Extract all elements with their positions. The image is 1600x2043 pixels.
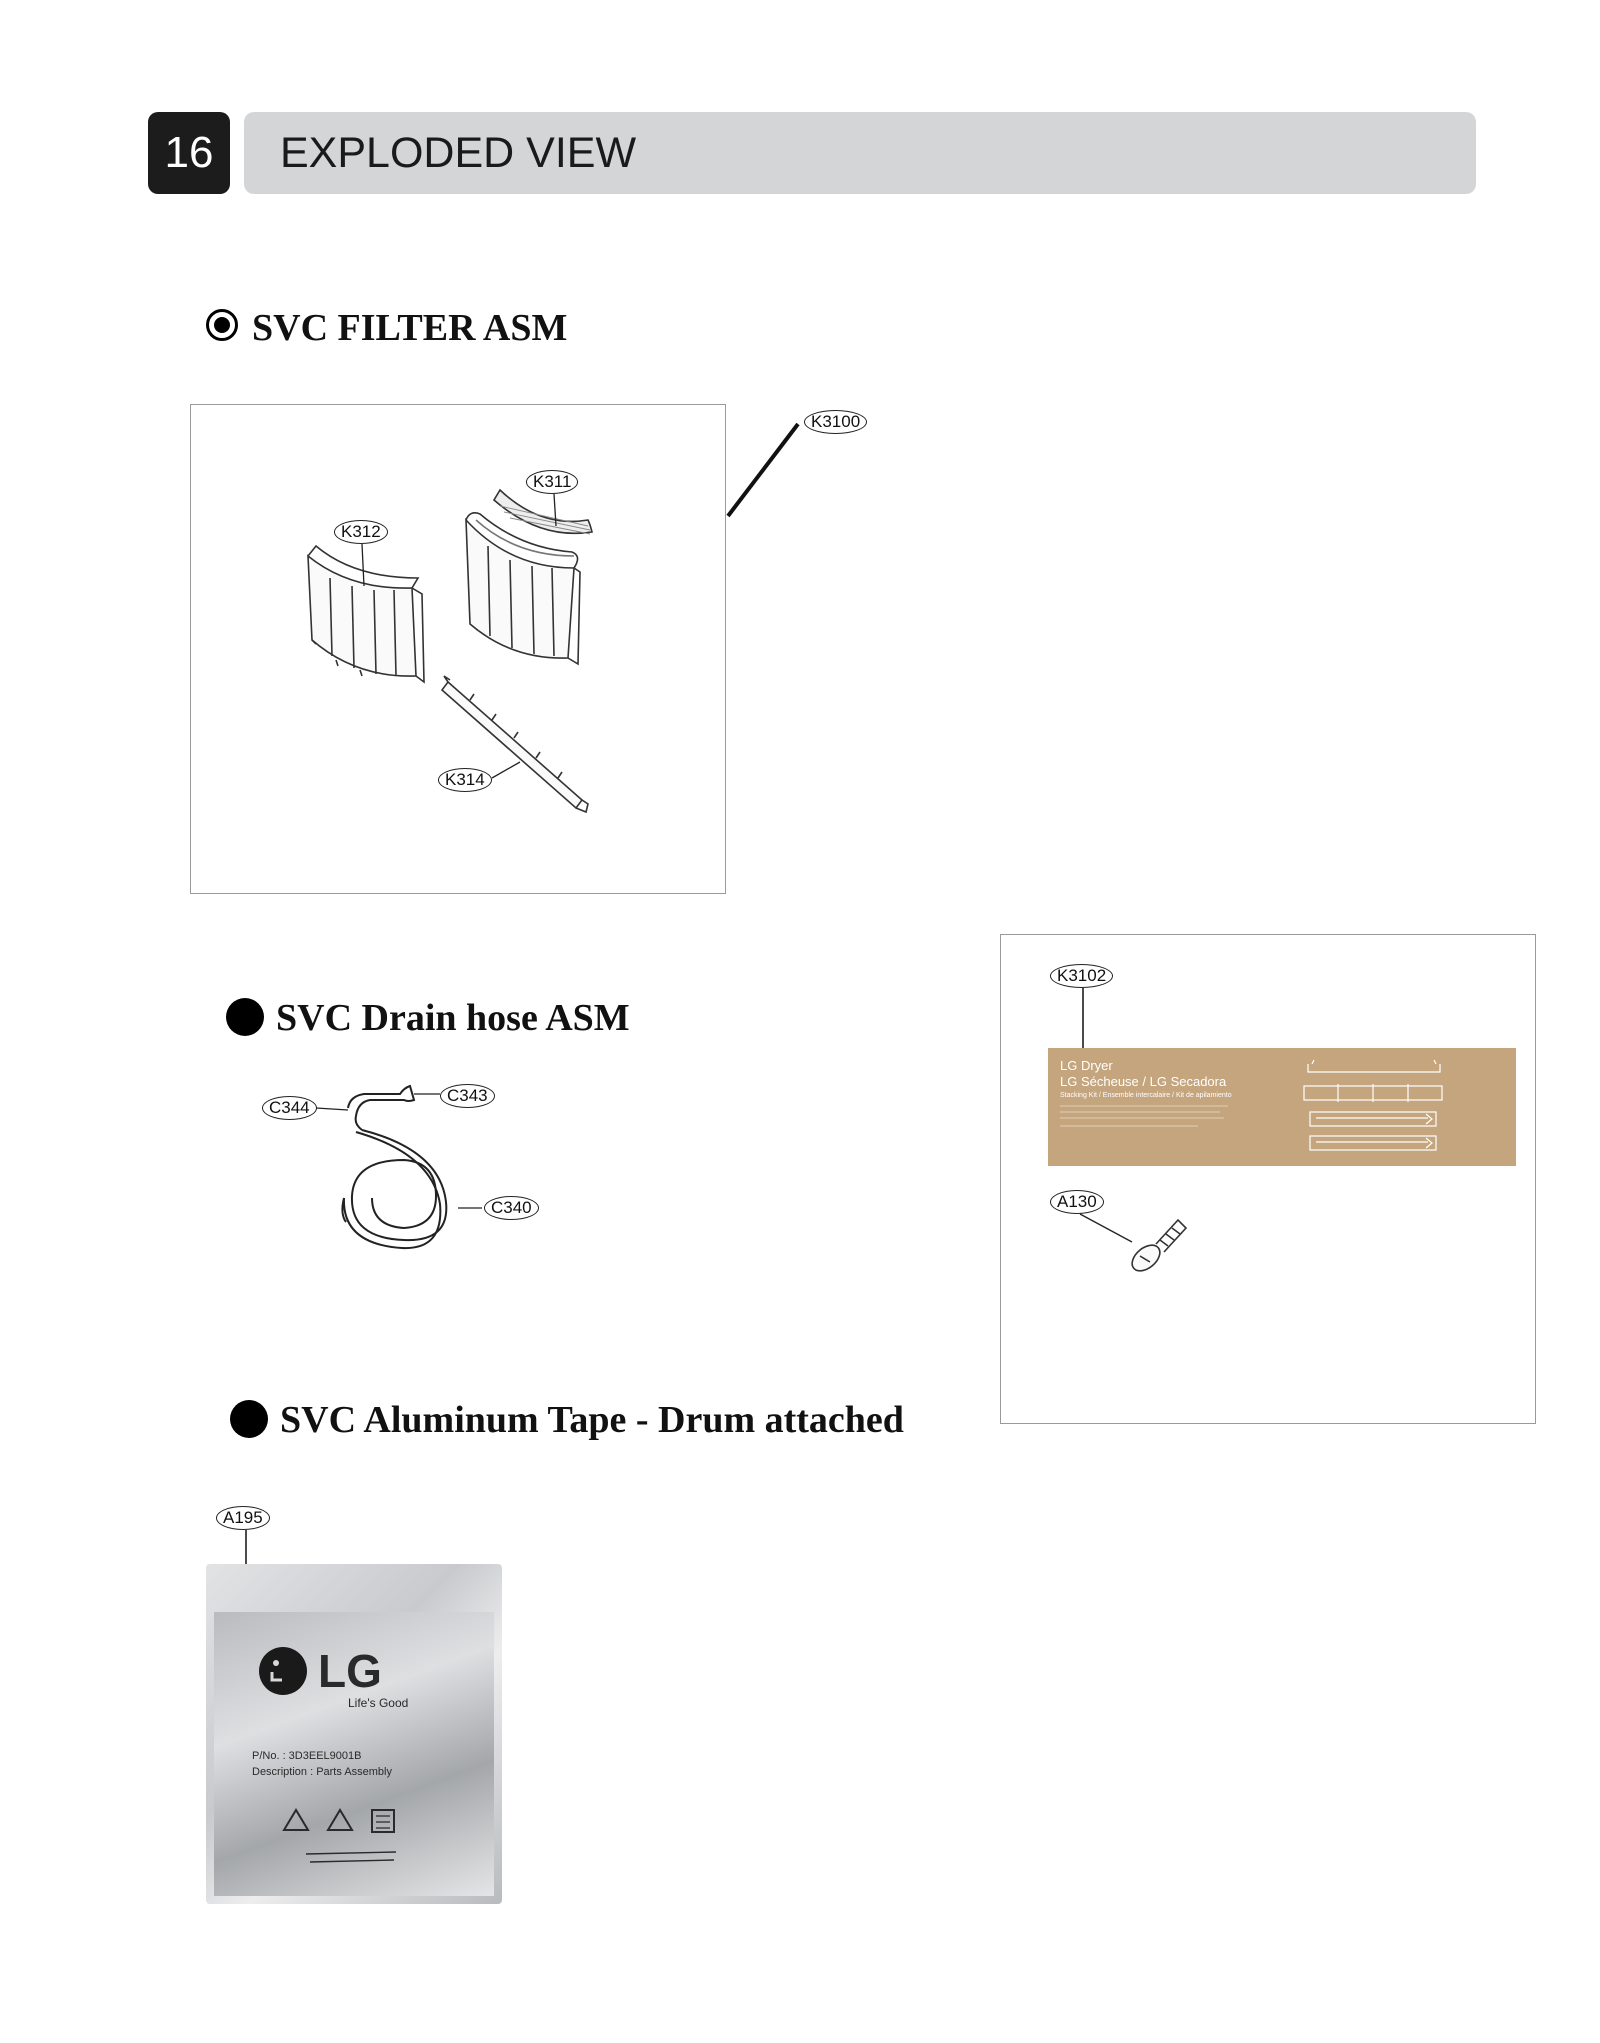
lg-logo-icon [259, 1647, 307, 1695]
stacking-kit-frame [1000, 934, 1536, 1424]
callout-k314: K314 [438, 768, 492, 792]
filter-diagram-frame [190, 404, 726, 894]
bag-part-number: P/No. : 3D3EEL9001B [252, 1750, 362, 1762]
page-title: EXPLODED VIEW [280, 129, 637, 177]
recycle-symbols-icon [282, 1808, 397, 1863]
callout-c344: C344 [262, 1096, 317, 1120]
section-title-filter: SVC FILTER ASM [252, 307, 568, 349]
callout-c343: C343 [440, 1084, 495, 1108]
callout-a195: A195 [216, 1506, 270, 1530]
label-line-3: Stacking Kit / Ensemble intercalaire / K… [1060, 1092, 1232, 1099]
bullet-icon [230, 1400, 268, 1438]
aluminum-tape-bag-photo: LG Life's Good P/No. : 3D3EEL9001B Descr… [206, 1564, 502, 1904]
bag-description: Description : Parts Assembly [252, 1766, 392, 1778]
label-line-2: LG Sécheuse / LG Secadora [1060, 1074, 1227, 1089]
callout-k311: K311 [526, 470, 579, 494]
stacking-kit-label: LG Dryer LG Sécheuse / LG Secadora Stack… [1048, 1048, 1516, 1166]
callout-k3102: K3102 [1050, 964, 1114, 988]
bag-tagline: Life's Good [348, 1696, 409, 1710]
stacking-kit-parts-icon [1060, 1059, 1443, 1151]
header-bar: EXPLODED VIEW [244, 112, 1476, 194]
callout-k3100: K3100 [804, 410, 868, 434]
bullet-icon [226, 998, 264, 1036]
section-title-aluminum-tape: SVC Aluminum Tape - Drum attached [280, 1399, 904, 1441]
label-line-1: LG Dryer [1060, 1058, 1113, 1073]
page-number: 16 [148, 112, 230, 194]
callout-c340: C340 [484, 1196, 539, 1220]
callout-k312: K312 [334, 520, 388, 544]
callout-a130: A130 [1050, 1190, 1104, 1214]
section-title-drain-hose: SVC Drain hose ASM [276, 997, 630, 1039]
aluminum-tape [214, 1612, 494, 1896]
bag-logo-text: LG [318, 1645, 382, 1697]
radio-bullet-icon [206, 309, 238, 341]
